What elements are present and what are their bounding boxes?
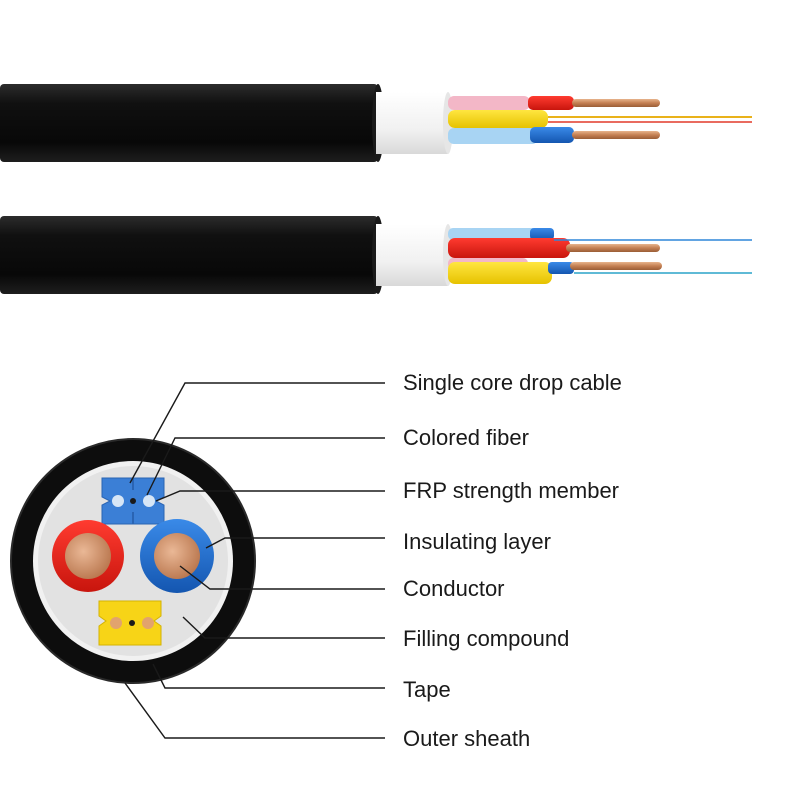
colored-fiber <box>130 498 136 504</box>
conductor-red <box>52 520 124 592</box>
tape-segment <box>376 92 448 154</box>
copper-conductor <box>566 244 660 252</box>
copper-conductor <box>570 262 662 270</box>
label-colored-fiber: Colored fiber <box>403 425 529 450</box>
leader-line <box>146 437 385 496</box>
leader-line <box>205 537 385 549</box>
frp-member <box>143 495 155 507</box>
label-conductor: Conductor <box>403 576 505 601</box>
colored-fiber <box>129 620 135 626</box>
conductor-core <box>154 533 200 579</box>
copper-conductor <box>572 131 660 139</box>
outer-sheath-segment <box>0 216 378 294</box>
label-tape: Tape <box>403 677 451 702</box>
leader-line <box>182 616 385 639</box>
conductor-blue <box>140 519 214 593</box>
leader-line <box>124 682 385 739</box>
label-single-core-drop-cable: Single core drop cable <box>403 370 622 395</box>
leader-line <box>152 663 385 689</box>
drop-cable-bottom <box>98 600 162 646</box>
leader-line <box>129 382 385 484</box>
cable-top <box>0 84 752 162</box>
label-frp-strength-member: FRP strength member <box>403 478 620 503</box>
frp-member <box>110 617 122 629</box>
drop-cable-top <box>101 477 165 525</box>
label-insulating-layer: Insulating layer <box>403 529 551 554</box>
filling-compound <box>38 466 228 656</box>
cross-section <box>10 438 256 684</box>
tape-segment <box>376 224 448 286</box>
leader-lines <box>124 382 385 739</box>
frp-member <box>112 495 124 507</box>
leader-line <box>179 565 385 590</box>
cable-bottom <box>0 216 752 294</box>
label-filling-compound: Filling compound <box>403 626 570 651</box>
frp-member <box>142 617 154 629</box>
label-outer-sheath: Outer sheath <box>403 726 531 751</box>
leader-line <box>155 490 385 502</box>
copper-conductor <box>572 99 660 107</box>
outer-sheath-segment <box>0 84 378 162</box>
